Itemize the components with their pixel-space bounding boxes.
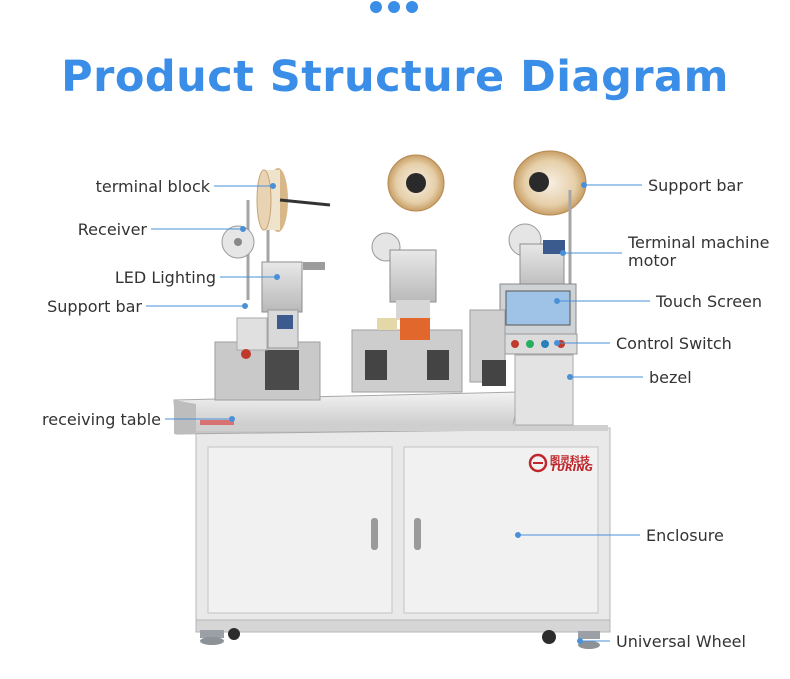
receiving-table — [173, 391, 608, 435]
label-bezel: bezel — [649, 368, 692, 387]
label-led-lighting: LED Lighting — [114, 268, 216, 287]
leader-dot — [581, 182, 587, 188]
middle-module — [351, 154, 463, 393]
label-universal-wheel: Universal Wheel — [616, 632, 746, 651]
brand-name-en: TURING — [550, 463, 593, 474]
right-module — [469, 150, 587, 426]
left-module — [214, 172, 325, 401]
universal-wheels — [200, 628, 600, 649]
label-terminal-machine-motor: Terminal machine motor — [628, 233, 770, 270]
dot — [388, 1, 400, 13]
leader-dot — [554, 298, 560, 304]
leader-dot — [567, 374, 573, 380]
leader-dot — [274, 274, 280, 280]
label-support-bar-right: Support bar — [648, 176, 743, 195]
dot — [370, 1, 382, 13]
leader-dot — [242, 303, 248, 309]
label-control-switch: Control Switch — [616, 334, 732, 353]
leader-dot — [577, 638, 583, 644]
dot — [406, 1, 418, 13]
brand-label: 图灵科技 TURING — [528, 452, 608, 476]
leader-dot — [554, 340, 560, 346]
leader-dot — [515, 532, 521, 538]
page-title: Product Structure Diagram — [61, 52, 729, 102]
leader-dot — [560, 250, 566, 256]
leader-dot — [270, 183, 276, 189]
leader-dot — [229, 416, 235, 422]
brand-name-cn: 图灵科技 — [550, 456, 590, 467]
brand-logo — [528, 453, 548, 473]
label-support-bar-left: Support bar — [47, 297, 142, 316]
label-terminal-block: terminal block — [95, 177, 210, 196]
label-enclosure: Enclosure — [646, 526, 724, 545]
label-receiver: Receiver — [77, 220, 147, 239]
leader-dot — [240, 226, 246, 232]
header-dots — [370, 0, 420, 16]
enclosure-cabinet — [195, 427, 611, 633]
label-touch-screen: Touch Screen — [656, 292, 763, 311]
label-receiving-table: receiving table — [42, 410, 161, 429]
